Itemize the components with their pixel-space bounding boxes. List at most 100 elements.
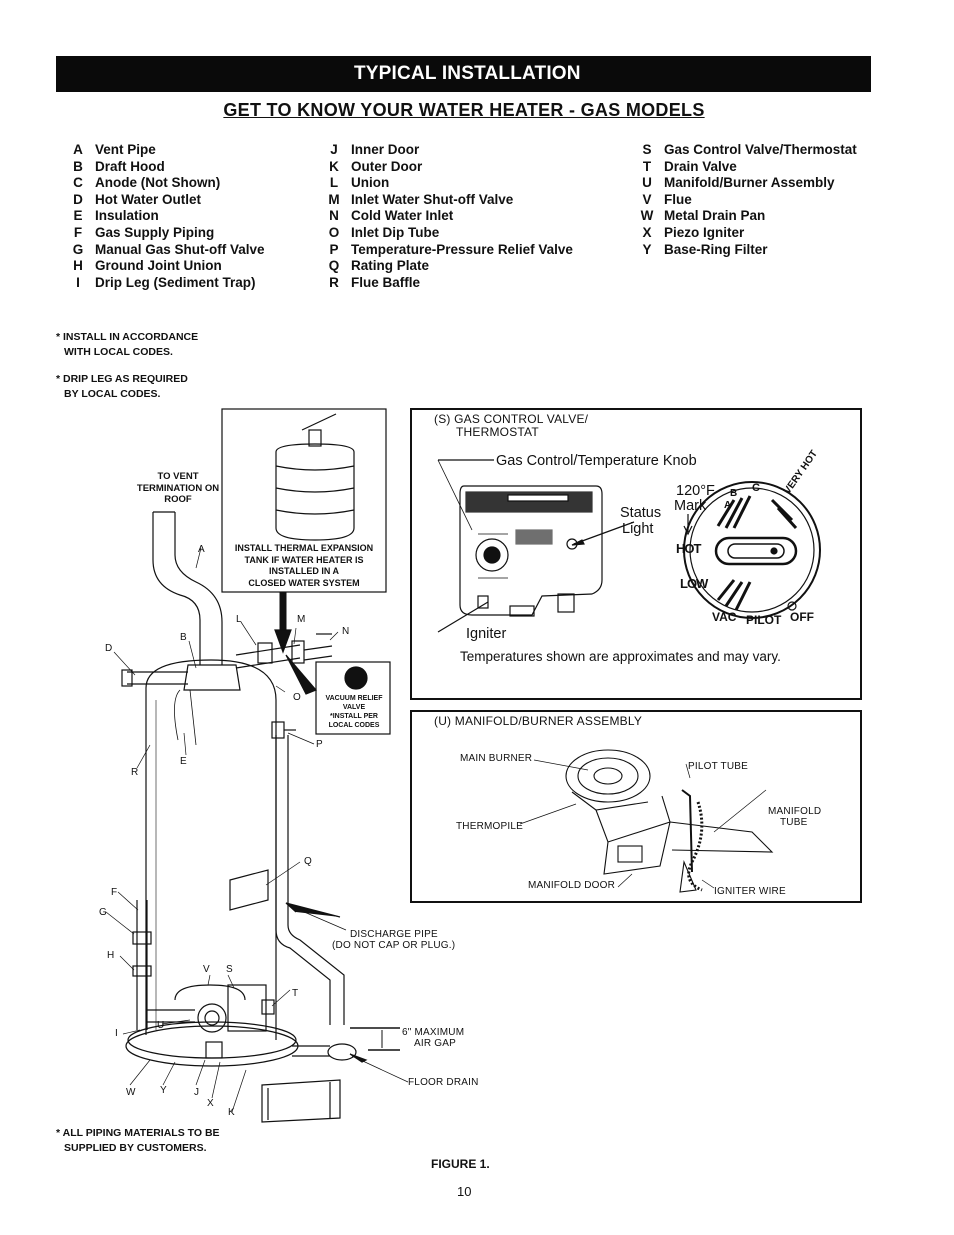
legend-item: P Temperature-Pressure Relief Valve: [323, 241, 573, 259]
legend-key: W: [640, 208, 654, 224]
temp-120-label: 120°F: [676, 483, 715, 499]
vent-label-3: ROOF: [164, 494, 192, 506]
legend-key: U: [642, 175, 652, 191]
legend-item: M Inlet Water Shut-off Valve: [323, 192, 573, 209]
callout-h: H: [107, 950, 115, 961]
callout-k: K: [228, 1107, 235, 1118]
discharge-pipe-label: DISCHARGE PIPE (DO NOT CAP OR PLUG.): [332, 929, 455, 951]
status-label-2: Light: [622, 521, 654, 537]
legend-key: C: [73, 175, 83, 191]
legend-key: L: [329, 175, 339, 191]
legend-key: P: [329, 241, 339, 257]
gas-panel-title-1: (S) GAS CONTROL VALVE/: [434, 412, 589, 426]
vent-label-1: TO VENT: [157, 471, 199, 482]
legend-label: Ground Joint Union: [95, 258, 222, 274]
callout-l: L: [236, 614, 242, 625]
legend-key: A: [73, 142, 83, 157]
manifold-burner-panel: (U) MANIFOLD/BURNER ASSEMBLY MAIN BUR: [410, 710, 862, 903]
legend-item: T Drain Valve: [636, 159, 857, 176]
expansion-tank-label: INSTALL THERMAL EXPANSION TANK IF WATER …: [222, 543, 386, 589]
floor-drain-label: FLOOR DRAIN: [408, 1077, 479, 1088]
legend-key: T: [642, 158, 652, 174]
callout-s: S: [226, 964, 233, 975]
callout-q: Q: [304, 856, 312, 867]
expansion-tank-box: [221, 408, 387, 593]
callout-d: D: [105, 643, 113, 654]
dial-a-label: A: [724, 500, 732, 511]
hot-label: HOT: [676, 541, 701, 556]
legend-item: X Piezo Igniter: [636, 225, 857, 242]
air-gap-label-1: 6" MAXIMUM: [402, 1027, 465, 1038]
install-note-line-2: WITH LOCAL CODES.: [64, 345, 173, 358]
dial-b-label: B: [730, 488, 738, 499]
legend-label: Anode (Not Shown): [95, 175, 221, 191]
off-label: OFF: [790, 610, 814, 624]
legend-label: Inlet Water Shut-off Valve: [351, 191, 514, 207]
callout-i: I: [115, 1028, 118, 1039]
drip-leg-note: * DRIP LEG AS REQUIRED BY LOCAL CODES.: [56, 372, 188, 401]
vent-label-2: TERMINATION ON: [136, 482, 220, 494]
expansion-label-2: TANK IF WATER HEATER IS: [244, 554, 364, 565]
vacuum-relief-box: [315, 661, 391, 735]
callout-a: A: [198, 544, 205, 555]
legend-label: Temperature-Pressure Relief Valve: [351, 241, 573, 257]
figure-caption: FIGURE 1.: [431, 1157, 490, 1171]
legend-key: S: [642, 142, 652, 157]
vent-termination-label: TO VENT TERMINATION ON ROOF: [108, 471, 248, 506]
legend-item: K Outer Door: [323, 159, 573, 176]
temperature-note: Temperatures shown are approximates and …: [460, 649, 781, 664]
legend-label: Cold Water Inlet: [351, 208, 454, 224]
pilot-label: PILOT: [746, 613, 782, 627]
expansion-label-4: CLOSED WATER SYSTEM: [248, 577, 360, 588]
legend-label: Draft Hood: [95, 158, 165, 174]
legend-key: R: [329, 274, 339, 290]
section-banner: TYPICAL INSTALLATION: [56, 56, 871, 92]
manifold-tube-label-2: TUBE: [780, 817, 808, 828]
legend-key: M: [328, 191, 340, 207]
callout-w: W: [126, 1087, 136, 1098]
legend-label: Vent Pipe: [95, 142, 156, 157]
vacuum-relief-label: VACUUM RELIEF VALVE *INSTALL PER LOCAL C…: [318, 694, 390, 730]
manifold-drawing: [519, 749, 774, 893]
pilot-tube-label: PILOT TUBE: [688, 761, 748, 772]
drip-note-line-1: * DRIP LEG AS REQUIRED: [56, 373, 188, 385]
igniter-label: Igniter: [466, 626, 507, 642]
legend-label: Gas Control Valve/Thermostat: [664, 142, 857, 157]
low-label: LOW: [680, 576, 708, 591]
expansion-label-1: INSTALL THERMAL EXPANSION: [234, 543, 374, 553]
dial-c-label: C: [752, 482, 760, 494]
legend-label: Manifold/Burner Assembly: [664, 175, 835, 191]
legend-label: Piezo Igniter: [664, 224, 745, 240]
callout-p: P: [316, 739, 323, 750]
legend-item: C Anode (Not Shown): [67, 175, 265, 192]
legend-key: X: [642, 224, 652, 240]
expansion-tank: [275, 443, 355, 541]
legend-label: Insulation: [95, 208, 159, 224]
callout-x: X: [207, 1098, 214, 1109]
legend-item: S Gas Control Valve/Thermostat: [636, 142, 857, 159]
legend-label: Outer Door: [351, 158, 423, 174]
gas-valve-drawing: [437, 459, 821, 633]
legend-key: V: [642, 191, 652, 207]
piping-note: * ALL PIPING MATERIALS TO BE SUPPLIED BY…: [56, 1126, 220, 1155]
piping-note-line-1: * ALL PIPING MATERIALS TO BE: [56, 1127, 220, 1139]
air-gap-label-2: AIR GAP: [414, 1038, 456, 1049]
install-note: * INSTALL IN ACCORDANCE WITH LOCAL CODES…: [56, 330, 198, 359]
callout-j: J: [194, 1087, 200, 1098]
legend-key: D: [73, 191, 83, 207]
legend-label: Drain Valve: [664, 158, 737, 174]
legend-key: K: [329, 158, 339, 174]
callout-r: R: [131, 767, 139, 778]
